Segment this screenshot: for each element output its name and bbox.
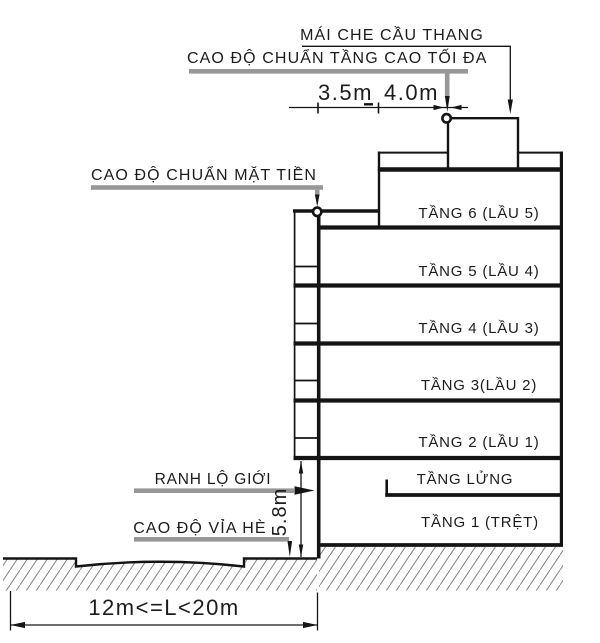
road-width-dimension xyxy=(9,591,319,631)
floor-3-label: TẦNG 3(LẦU 2) xyxy=(420,377,538,394)
ground-hatch-street xyxy=(3,559,317,591)
max-height-label: CAO ĐỘ CHUẨN TẦNG CAO TỐI ĐA xyxy=(187,50,488,67)
floor-2-label: TẦNG 2 (LẦU 1) xyxy=(418,434,540,451)
stair-tower xyxy=(446,117,520,171)
floor-6-label: TẦNG 6 (LẦU 5) xyxy=(418,205,540,222)
floor-5-label: TẦNG 5 (LẦU 4) xyxy=(418,263,540,280)
road-dim-arrow-right-icon xyxy=(303,621,318,629)
road-boundary-arrow-icon xyxy=(294,486,315,495)
mezzanine-label: TẦNG LỬNG xyxy=(416,471,514,488)
max-height-arrow-icon xyxy=(444,96,450,112)
ground-floor-label: TẦNG 1 (TRỆT) xyxy=(421,514,539,531)
roof-leader-arrow-icon xyxy=(507,99,513,114)
building-outline xyxy=(293,117,564,559)
ground-height-dim: 5.8m xyxy=(269,487,291,537)
street-surface-line xyxy=(3,557,317,568)
road-boundary-label: RANH LỘ GIỚI xyxy=(154,471,272,488)
sidewalk-underline xyxy=(134,537,289,542)
ground-hatch-under-building xyxy=(319,547,563,591)
top-dim-arrow-right-icon xyxy=(433,104,444,111)
floor-4-label: TẦNG 4 (LẦU 3) xyxy=(418,320,540,337)
facade-arrow-icon xyxy=(314,194,320,207)
road-dim-arrow-left-icon xyxy=(10,621,25,629)
balcony-railing-lines xyxy=(294,265,318,439)
roof-label: MÁI CHE CẦU THANG xyxy=(300,27,484,44)
facade-label: CAO ĐỘ CHUẨN MẶT TIỀN xyxy=(91,167,318,184)
facade-underline xyxy=(91,185,323,190)
front-setback-dim: 3.5m xyxy=(318,80,373,105)
sidewalk-arrow-icon xyxy=(287,541,293,557)
max-height-marker-icon xyxy=(441,112,453,124)
road-boundary-underline xyxy=(134,488,294,493)
top-dim-arrow-left-icon xyxy=(451,104,462,111)
height-dim-arrow-up-icon xyxy=(298,461,304,474)
max-height-underline xyxy=(189,69,468,74)
roof-leader-line xyxy=(302,45,511,100)
tower-setback-dim: 4.0m xyxy=(384,80,439,105)
sidewalk-label: CAO ĐỘ VỈA HÈ xyxy=(133,520,267,537)
facade-stem xyxy=(314,189,320,196)
road-width-dim: 12m<=L<20m xyxy=(88,595,240,620)
max-height-stem xyxy=(444,73,450,97)
height-dim-arrow-down-icon xyxy=(298,544,304,557)
facade-marker-icon xyxy=(311,206,323,218)
